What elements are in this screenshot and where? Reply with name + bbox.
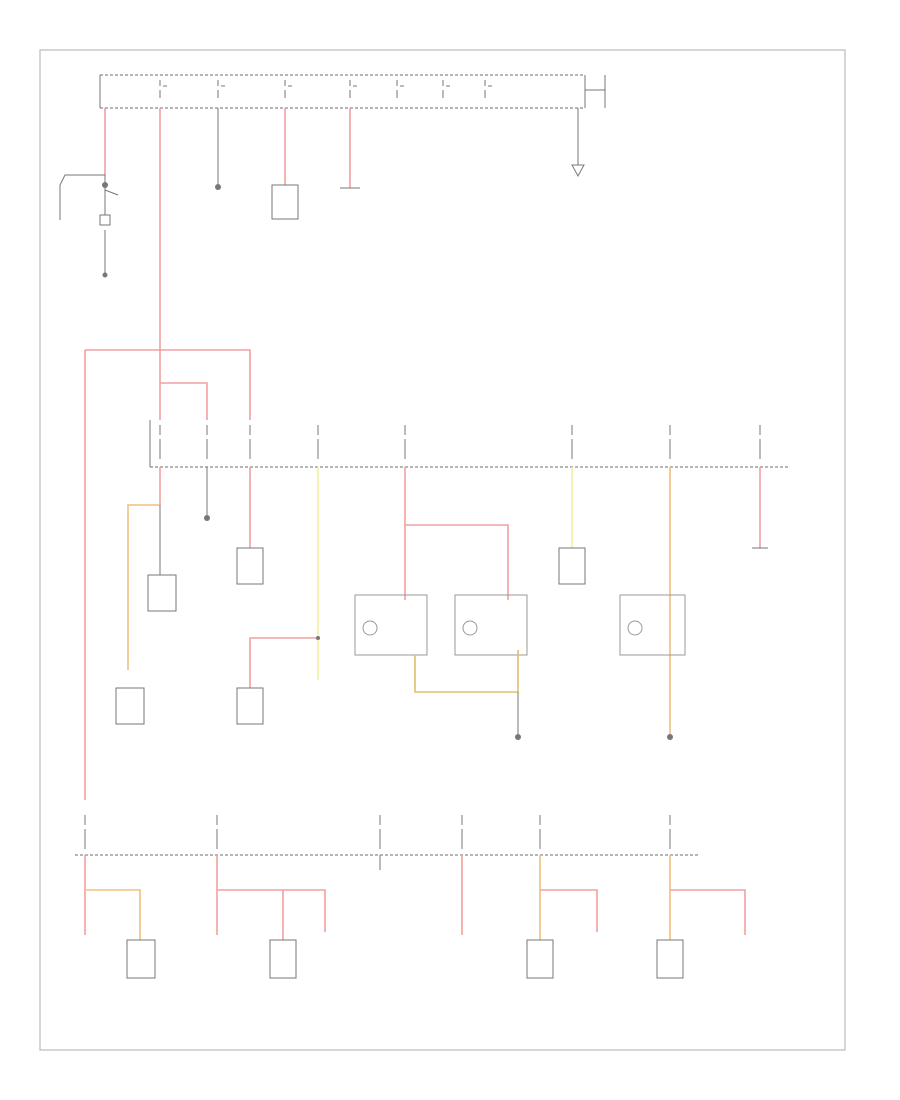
middle-feed bbox=[84, 349, 251, 800]
component-top-1 bbox=[271, 184, 299, 220]
top-drop-wires bbox=[159, 108, 585, 350]
component-bot-3 bbox=[526, 939, 554, 979]
relay-box-1 bbox=[354, 594, 428, 656]
relay-box-3 bbox=[619, 594, 686, 656]
component-mid-5 bbox=[558, 547, 586, 585]
component-mid-1 bbox=[147, 574, 177, 612]
ignition-switch-circuit bbox=[59, 108, 119, 278]
fuse-row-middle bbox=[159, 425, 761, 459]
fuse-row-top bbox=[159, 80, 492, 98]
component-bot-4 bbox=[656, 939, 684, 979]
fuse-row-bottom bbox=[84, 815, 671, 849]
top-fuse-block bbox=[99, 74, 606, 109]
bottom-fuse-block bbox=[75, 815, 700, 856]
middle-drop-wires bbox=[115, 467, 768, 740]
bottom-drop-wires bbox=[84, 855, 746, 979]
relay-box-2 bbox=[454, 594, 528, 656]
component-bot-1 bbox=[126, 939, 156, 979]
middle-fuse-block bbox=[149, 420, 790, 468]
component-mid-4 bbox=[236, 687, 264, 725]
diagram-frame bbox=[39, 49, 846, 1051]
component-mid-3 bbox=[236, 547, 264, 585]
component-mid-2 bbox=[115, 687, 145, 725]
component-bot-2 bbox=[269, 939, 297, 979]
